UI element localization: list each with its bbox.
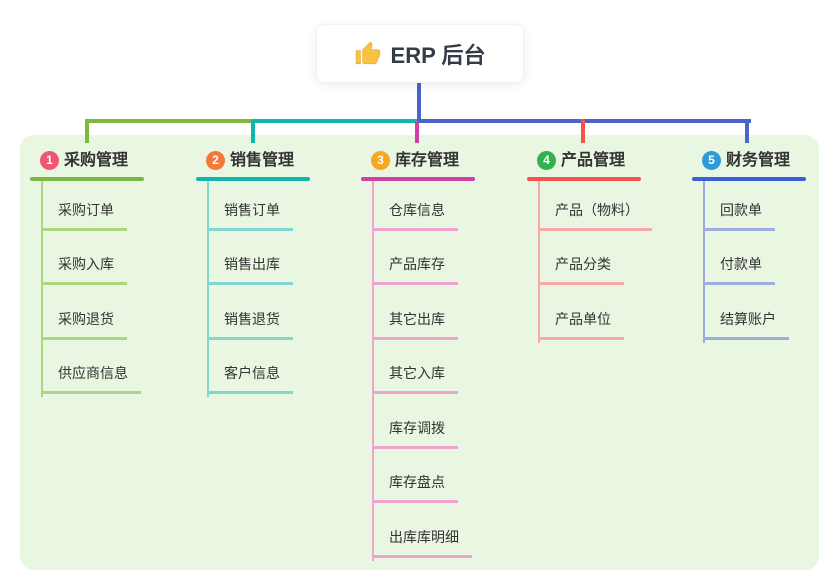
thumbs-up-icon bbox=[355, 41, 381, 67]
child-node[interactable]: 销售出库 bbox=[207, 254, 293, 285]
child-node[interactable]: 产品库存 bbox=[372, 254, 458, 285]
child-node[interactable]: 产品分类 bbox=[538, 254, 624, 285]
child-node[interactable]: 其它出库 bbox=[372, 309, 458, 340]
branch-1-trunk-line bbox=[41, 181, 43, 397]
child-node[interactable]: 产品单位 bbox=[538, 309, 624, 340]
connector-drop-branch-5 bbox=[745, 119, 749, 143]
branch-2-underline bbox=[196, 177, 310, 181]
branch-4-underline bbox=[527, 177, 641, 181]
child-node[interactable]: 结算账户 bbox=[703, 309, 789, 340]
branch-3-label[interactable]: 库存管理 bbox=[395, 152, 460, 169]
child-node[interactable]: 采购退货 bbox=[41, 309, 127, 340]
branch-2-trunk-line bbox=[207, 181, 209, 397]
connector-drop-branch-2 bbox=[251, 119, 255, 143]
branch-5-trunk-line bbox=[703, 181, 705, 343]
child-node[interactable]: 产品（物料） bbox=[538, 200, 652, 231]
connector-root-vertical bbox=[417, 81, 421, 123]
branch-5-label[interactable]: 财务管理 bbox=[726, 152, 791, 169]
child-node[interactable]: 库存调拨 bbox=[372, 418, 458, 449]
root-node[interactable]: ERP 后台 bbox=[316, 24, 524, 83]
child-node[interactable]: 回款单 bbox=[703, 200, 775, 231]
connector-drop-branch-4 bbox=[581, 119, 585, 143]
child-node[interactable]: 销售订单 bbox=[207, 200, 293, 231]
connector-segment-green bbox=[85, 119, 253, 123]
branch-3-underline bbox=[361, 177, 475, 181]
branch-4-trunk-line bbox=[538, 181, 540, 343]
connector-drop-branch-3 bbox=[415, 121, 419, 143]
branch-5-underline bbox=[692, 177, 806, 181]
branch-4-label[interactable]: 产品管理 bbox=[561, 152, 626, 169]
root-label: ERP 后台 bbox=[390, 42, 486, 68]
child-node[interactable]: 付款单 bbox=[703, 254, 775, 285]
branch-3-badge: 3 bbox=[371, 151, 390, 170]
branches-panel bbox=[20, 135, 819, 570]
branch-3-trunk-line bbox=[372, 181, 374, 561]
branch-1-underline bbox=[30, 177, 144, 181]
branch-2-label[interactable]: 销售管理 bbox=[230, 152, 295, 169]
child-node[interactable]: 供应商信息 bbox=[41, 363, 141, 394]
connector-segment-teal bbox=[253, 119, 419, 123]
branch-1-label[interactable]: 采购管理 bbox=[64, 152, 129, 169]
child-node[interactable]: 出库库明细 bbox=[372, 527, 472, 558]
branch-2-badge: 2 bbox=[206, 151, 225, 170]
branch-5-badge: 5 bbox=[702, 151, 721, 170]
branch-1-badge: 1 bbox=[40, 151, 59, 170]
connector-drop-branch-1 bbox=[85, 119, 89, 143]
child-node[interactable]: 客户信息 bbox=[207, 363, 293, 394]
child-node[interactable]: 其它入库 bbox=[372, 363, 458, 394]
child-node[interactable]: 仓库信息 bbox=[372, 200, 458, 231]
child-node[interactable]: 销售退货 bbox=[207, 309, 293, 340]
branch-4-badge: 4 bbox=[537, 151, 556, 170]
child-node[interactable]: 采购入库 bbox=[41, 254, 127, 285]
child-node[interactable]: 库存盘点 bbox=[372, 472, 458, 503]
child-node[interactable]: 采购订单 bbox=[41, 200, 127, 231]
